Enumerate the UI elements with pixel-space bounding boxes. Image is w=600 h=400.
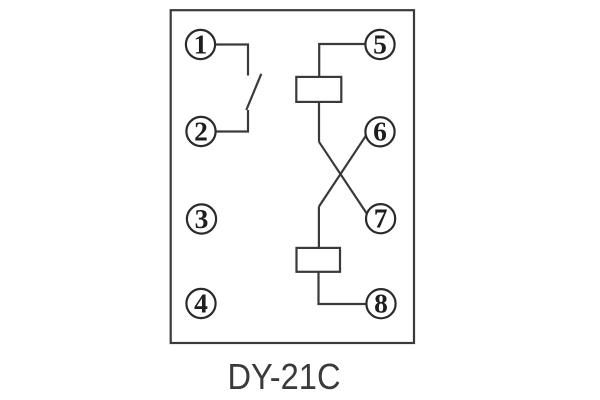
svg-text:1: 1 <box>194 28 208 59</box>
svg-text:5: 5 <box>373 28 387 59</box>
svg-text:6: 6 <box>373 116 387 147</box>
svg-text:3: 3 <box>195 203 209 234</box>
svg-text:8: 8 <box>374 288 388 319</box>
svg-text:2: 2 <box>194 115 208 146</box>
svg-text:7: 7 <box>374 203 388 234</box>
svg-text:4: 4 <box>194 287 208 318</box>
svg-text:DY-21C: DY-21C <box>228 356 341 397</box>
